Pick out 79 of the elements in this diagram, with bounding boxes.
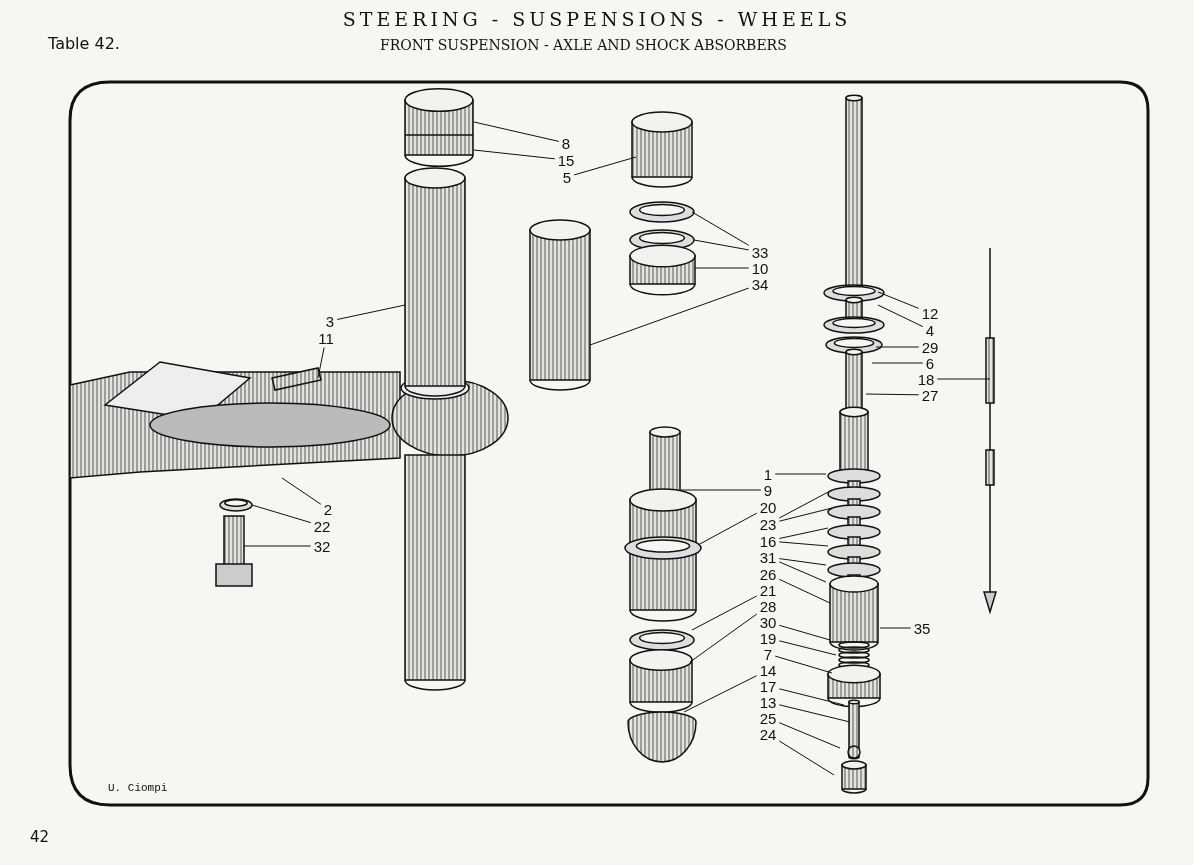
callout-number: 3	[325, 313, 335, 329]
leader-line	[778, 722, 841, 749]
leader-line	[778, 558, 827, 566]
callout-number: 6	[925, 355, 935, 371]
callout-number: 13	[759, 694, 777, 710]
callout-number: 20	[759, 499, 777, 515]
leader-line	[778, 489, 833, 519]
leader-line	[697, 512, 758, 546]
leader-line	[778, 527, 829, 539]
leader-line	[879, 627, 912, 629]
leader-line	[243, 545, 312, 547]
callout-number: 26	[759, 566, 777, 582]
callout-number: 7	[763, 646, 773, 662]
leader-line	[778, 640, 837, 656]
callout-number: 23	[759, 516, 777, 532]
leader-line	[778, 688, 845, 706]
callout-number: 25	[759, 710, 777, 726]
callout-number: 35	[913, 620, 931, 636]
callout-number: 31	[759, 549, 777, 565]
artist-signature: U. Ciompi	[108, 782, 168, 794]
callout-number: 16	[759, 533, 777, 549]
leader-line	[778, 541, 829, 547]
leader-line	[778, 561, 827, 583]
leader-line	[778, 578, 831, 604]
callout-number: 12	[921, 305, 939, 321]
leader-line	[778, 704, 851, 723]
callout-number: 27	[921, 387, 939, 403]
leader-line	[683, 675, 758, 713]
leader-line	[875, 346, 920, 348]
leader-line	[774, 655, 833, 674]
callout-number: 32	[313, 538, 331, 554]
leader-line	[694, 267, 750, 269]
leader-line	[281, 477, 322, 505]
leader-line	[778, 740, 835, 776]
leader-line	[778, 507, 833, 522]
callout-number: 2	[323, 501, 333, 517]
leader-line	[693, 239, 750, 251]
table-number: Table 42.	[48, 34, 120, 53]
leader-line	[336, 304, 406, 320]
leader-line	[865, 393, 920, 396]
leader-line	[877, 304, 924, 328]
callout-number: 17	[759, 678, 777, 694]
callout-number: 8	[561, 135, 571, 151]
title: STEERING - SUSPENSIONS - WHEELS	[341, 8, 853, 30]
leader-line	[691, 211, 750, 246]
leader-line	[778, 624, 831, 641]
leader-line	[251, 504, 312, 524]
callout-number: 11	[318, 330, 334, 346]
callout-number: 21	[759, 582, 777, 598]
callout-number: 1	[763, 466, 773, 482]
callout-number: 19	[759, 630, 777, 646]
leader-line	[877, 291, 920, 309]
leader-line	[317, 347, 325, 379]
callout-number: 4	[925, 322, 935, 338]
leader-line	[473, 149, 556, 160]
callout-number: 15	[557, 152, 575, 168]
leader-line	[689, 613, 758, 663]
leader-line	[680, 489, 762, 491]
callout-number: 14	[759, 662, 777, 678]
leader-line	[691, 595, 758, 631]
callout-number: 33	[751, 244, 769, 260]
leader-line	[589, 287, 750, 346]
callout-number: 5	[562, 169, 572, 185]
callout-number: 34	[751, 276, 769, 292]
leader-line	[473, 121, 560, 142]
callout-number: 18	[917, 371, 935, 387]
callout-number: 28	[759, 598, 777, 614]
callout-number: 24	[759, 726, 777, 742]
callout-number: 30	[759, 614, 777, 630]
leader-line	[871, 362, 924, 364]
subtitle: FRONT SUSPENSION - AXLE AND SHOCK ABSORBERS	[380, 37, 787, 53]
callout-number: 29	[921, 339, 939, 355]
callout-number: 10	[751, 260, 769, 276]
callout-number: 22	[313, 518, 331, 534]
callout-number: 9	[763, 482, 773, 498]
leader-line	[573, 156, 637, 176]
leader-line	[936, 378, 991, 380]
page-number: 42	[30, 828, 50, 846]
leader-line	[774, 473, 827, 475]
